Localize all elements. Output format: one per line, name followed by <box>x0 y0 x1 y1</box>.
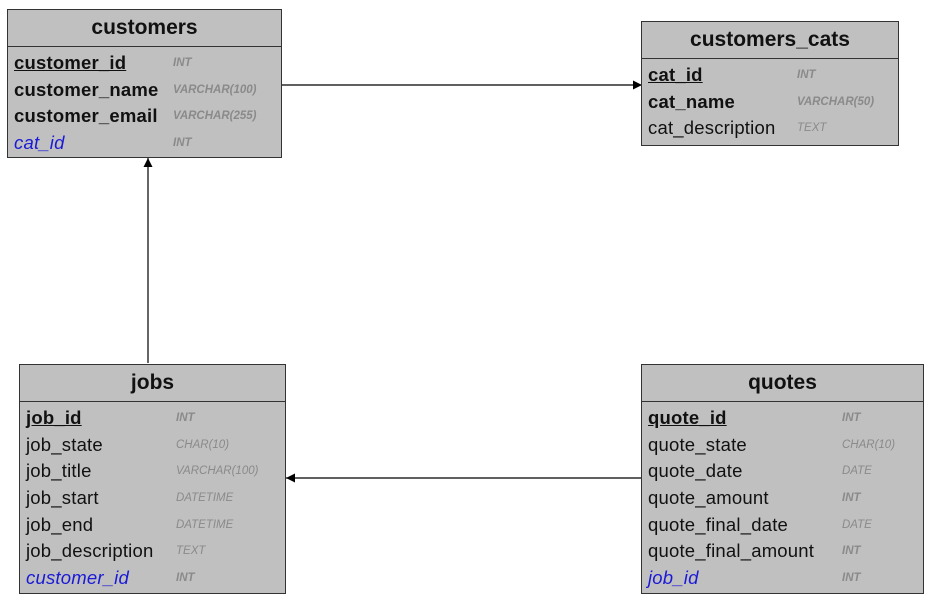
column-type: DATE <box>842 465 872 478</box>
column-type: VARCHAR(255) <box>173 110 257 123</box>
column-name: job_state <box>26 433 103 455</box>
primary-key-name: cat_id <box>648 64 703 85</box>
column-name: job_title <box>26 460 92 482</box>
column-name: customer_email <box>14 105 158 127</box>
column-type: TEXT <box>176 545 206 558</box>
foreign-key-name: job_id <box>648 567 699 589</box>
column-row[interactable]: customer_email VARCHAR(255) <box>8 102 281 129</box>
column-type: CHAR(10) <box>842 438 896 451</box>
column-type: DATE <box>842 518 872 531</box>
column-name: quote_date <box>648 460 743 482</box>
entity-title: jobs <box>20 365 285 402</box>
column-row[interactable]: customer_id INT <box>8 49 281 76</box>
column-type: INT <box>842 492 861 505</box>
column-type: INT <box>842 572 861 585</box>
foreign-key-name: customer_id <box>26 567 129 589</box>
column-type: INT <box>173 137 192 150</box>
primary-key-name: job_id <box>26 407 82 428</box>
column-type: VARCHAR(50) <box>797 95 875 108</box>
primary-key-name: customer_id <box>14 52 127 73</box>
column-row[interactable]: job_id INT <box>20 404 285 431</box>
column-type: INT <box>797 69 816 81</box>
column-row[interactable]: job_description TEXT <box>20 537 285 564</box>
column-row[interactable]: job_id INT <box>642 564 923 591</box>
column-name: job_description <box>26 540 154 562</box>
column-row[interactable]: job_end DATETIME <box>20 511 285 538</box>
column-row[interactable]: job_title VARCHAR(100) <box>20 457 285 484</box>
column-row[interactable]: quote_date DATE <box>642 457 923 484</box>
entity-title: quotes <box>642 365 923 402</box>
column-row[interactable]: quote_state CHAR(10) <box>642 431 923 458</box>
column-type: INT <box>176 572 195 585</box>
column-row[interactable]: cat_description TEXT <box>642 114 898 141</box>
column-row[interactable]: customer_id INT <box>20 564 285 591</box>
column-type: DATETIME <box>176 492 234 505</box>
column-name: quote_final_amount <box>648 540 815 562</box>
column-row[interactable]: quote_id INT <box>642 404 923 431</box>
column-type: DATETIME <box>176 518 234 531</box>
column-row[interactable]: job_state CHAR(10) <box>20 431 285 458</box>
column-name: quote_state <box>648 433 747 455</box>
column-row[interactable]: cat_id INT <box>642 61 898 88</box>
column-name: cat_description <box>648 117 776 139</box>
column-row[interactable]: quote_final_date DATE <box>642 511 923 538</box>
column-type: TEXT <box>797 122 827 135</box>
column-name: quote_final_date <box>648 513 789 535</box>
column-row[interactable]: cat_id INT <box>8 129 281 156</box>
column-type: INT <box>842 545 861 558</box>
column-name: customer_name <box>14 78 159 100</box>
column-type: INT <box>173 57 192 69</box>
entity-title: customers_cats <box>642 22 898 59</box>
foreign-key-name: cat_id <box>14 132 65 154</box>
column-name: cat_name <box>648 90 735 112</box>
column-type: VARCHAR(100) <box>176 465 259 478</box>
column-row[interactable]: quote_final_amount INT <box>642 537 923 564</box>
column-name: quote_amount <box>648 487 769 509</box>
column-type: INT <box>842 412 861 424</box>
column-type: CHAR(10) <box>176 438 230 451</box>
column-row[interactable]: quote_amount INT <box>642 484 923 511</box>
primary-key-name: quote_id <box>648 407 727 428</box>
column-row[interactable]: customer_name VARCHAR(100) <box>8 76 281 103</box>
column-type: VARCHAR(100) <box>173 83 257 96</box>
entity-customers-cats[interactable]: customers_cats cat_id INT cat_name VARCHAR(… <box>641 21 899 146</box>
column-row[interactable]: job_start DATETIME <box>20 484 285 511</box>
column-row[interactable]: cat_name VARCHAR(50) <box>642 88 898 115</box>
column-type: INT <box>176 412 195 424</box>
column-name: job_end <box>26 513 94 535</box>
column-name: job_start <box>26 487 99 509</box>
column-list: cat_id INT cat_name VARCHAR(50) cat_descript… <box>642 59 898 141</box>
entity-title: customers <box>8 10 281 47</box>
